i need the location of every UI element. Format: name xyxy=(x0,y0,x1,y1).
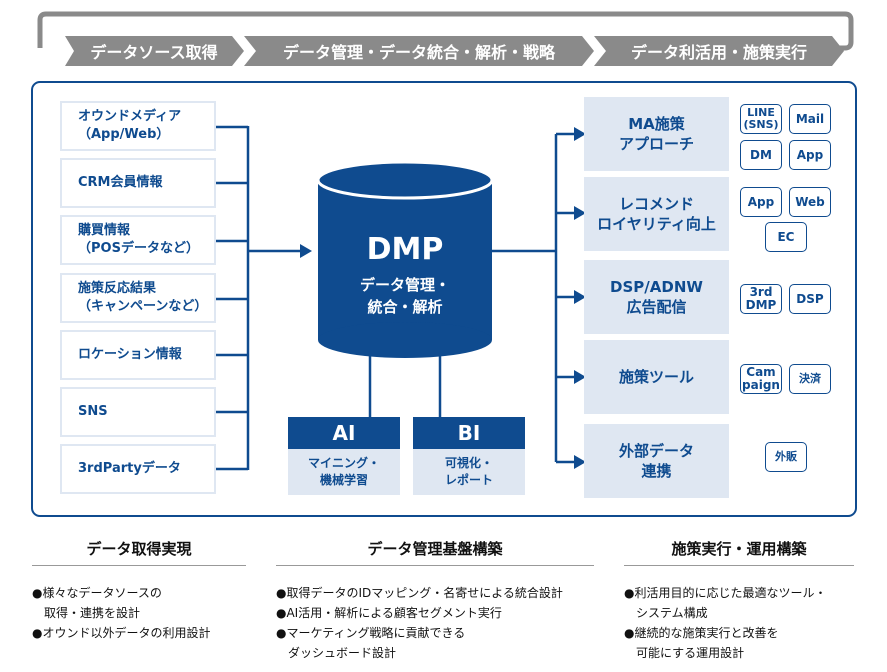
section-title-management: データ管理基盤構築 xyxy=(367,540,503,558)
bi-line-1: 可視化・ xyxy=(444,455,493,470)
bullet-item: ダッシュボード設計 xyxy=(276,646,397,660)
bullet-item: ●継続的な施策実行と改善を xyxy=(624,626,779,640)
channel-external-sale: 外販 xyxy=(765,442,807,472)
output-label: 外部データ xyxy=(618,441,694,460)
ai-header: AI xyxy=(288,417,400,449)
channel-mail: Mail xyxy=(789,104,831,134)
source-purchase: 購買情報 （POSデータなど） xyxy=(60,215,216,265)
bi-line-2: レポート xyxy=(444,473,493,487)
source-sublabel: （App/Web） xyxy=(78,127,170,142)
source-sublabel: （キャンペーンなど） xyxy=(78,299,208,314)
channel-text: DSP xyxy=(796,291,824,306)
dmp-title: DMP xyxy=(366,232,444,267)
channel-ec: EC xyxy=(765,222,807,252)
section-divider xyxy=(32,565,246,566)
source-label: ロケーション情報 xyxy=(78,347,182,363)
source-crm: CRM会員情報 xyxy=(60,158,216,208)
section-divider xyxy=(276,565,594,566)
channel-3rd-dmp: 3rd DMP xyxy=(740,284,782,314)
output-recommend: レコメンド ロイヤリティ向上 xyxy=(584,177,729,251)
process-chevron-3 xyxy=(594,36,844,66)
source-label: SNS xyxy=(78,404,108,420)
source-3rdparty: 3rdPartyデータ xyxy=(60,444,216,494)
bi-header: BI xyxy=(413,417,525,449)
source-owned-media: オウンドメディア （App/Web） xyxy=(60,101,216,151)
channel-text: Mail xyxy=(795,111,825,126)
channel-text: Cam xyxy=(746,365,776,380)
section-divider xyxy=(624,565,854,566)
bullet-item: ●AI活用・解析による顧客セグメント実行 xyxy=(276,606,502,620)
dmp-cylinder xyxy=(316,160,494,358)
dmp-subtitle-1: データ管理・ xyxy=(359,276,450,294)
channel-web: Web xyxy=(789,187,831,217)
channel-text: paign xyxy=(742,378,780,392)
process-step-2: データ管理・データ統合・解析・戦略 xyxy=(282,43,555,62)
section-title-execution: 施策実行・運用構築 xyxy=(671,540,807,558)
source-label: 施策反応結果 xyxy=(78,281,157,297)
output-label: 施策ツール xyxy=(618,367,694,386)
bullet-item: ●利活用目的に応じた最適なツール・ xyxy=(624,586,827,600)
channel-text: 決済 xyxy=(799,372,821,386)
channel-line: LINE (SNS) xyxy=(740,104,782,134)
channel-text: Web xyxy=(795,194,825,209)
output-ma: MA施策 アプローチ xyxy=(584,97,729,171)
process-step-3: データ利活用・施策実行 xyxy=(630,43,807,62)
source-location: ロケーション情報 xyxy=(60,330,216,380)
bullet-item: システム構成 xyxy=(624,606,708,620)
section-title-acquisition: データ取得実現 xyxy=(86,540,192,558)
output-sublabel: ロイヤリティ向上 xyxy=(597,215,716,233)
source-connectors xyxy=(216,125,300,471)
ai-line-1: マイニング・ xyxy=(307,455,380,470)
bullet-item: ●様々なデータソースの xyxy=(32,586,162,600)
output-label: DSP/ADNW xyxy=(610,277,703,296)
output-tools: 施策ツール xyxy=(584,340,729,414)
process-loop-line xyxy=(37,11,854,51)
channel-text: 3rd xyxy=(749,285,773,300)
source-label: 購買情報 xyxy=(78,223,131,239)
channel-text: App xyxy=(747,194,775,209)
source-label: オウンドメディア xyxy=(78,109,182,125)
channel-text: (SNS) xyxy=(743,118,779,131)
channel-dm: DM xyxy=(740,140,782,170)
bi-body: 可視化・ レポート xyxy=(413,449,525,495)
process-chevron-2 xyxy=(244,36,594,66)
channel-app: App xyxy=(789,140,831,170)
bullet-item: 取得・連携を設計 xyxy=(32,606,141,620)
channel-text: DM xyxy=(750,147,772,162)
source-label: CRM会員情報 xyxy=(78,175,163,191)
channel-text: EC xyxy=(777,229,795,244)
output-label: MA施策 xyxy=(628,114,685,133)
output-sublabel: 広告配信 xyxy=(626,298,687,316)
channel-app: App xyxy=(740,187,782,217)
process-step-1: データソース取得 xyxy=(90,43,218,62)
bullet-item: 可能にする運用設計 xyxy=(624,646,745,660)
bullet-item: ●マーケティング戦略に貢献できる xyxy=(276,626,466,640)
bullet-item: ●取得データのIDマッピング・名寄せによる統合設計 xyxy=(276,586,563,600)
channel-dsp: DSP xyxy=(789,284,831,314)
output-sublabel: アプローチ xyxy=(618,135,694,153)
source-sns: SNS xyxy=(60,387,216,437)
output-external: 外部データ 連携 xyxy=(584,424,729,498)
source-sublabel: （POSデータなど） xyxy=(78,241,199,256)
channel-text: DMP xyxy=(745,298,777,312)
output-dsp: DSP/ADNW 広告配信 xyxy=(584,260,729,334)
output-label: レコメンド xyxy=(618,194,694,213)
channel-text: 外販 xyxy=(775,450,797,464)
ai-line-2: 機械学習 xyxy=(319,473,368,487)
arrow-into-dmp xyxy=(300,244,312,258)
bullet-item: ●オウンド以外データの利用設計 xyxy=(32,626,211,640)
source-campaign-response: 施策反応結果 （キャンペーンなど） xyxy=(60,273,216,323)
ai-body: マイニング・ 機械学習 xyxy=(288,449,400,495)
channel-text: App xyxy=(796,147,824,162)
channel-text: LINE xyxy=(747,106,775,120)
output-arrows xyxy=(574,127,586,469)
process-chevron-1 xyxy=(65,36,244,66)
source-label: 3rdPartyデータ xyxy=(78,461,181,477)
channel-campaign: Cam paign xyxy=(740,364,782,394)
output-connectors xyxy=(492,132,576,464)
channel-payment: 決済 xyxy=(789,364,831,394)
dmp-subtitle-2: 統合・解析 xyxy=(367,298,443,316)
output-sublabel: 連携 xyxy=(641,462,672,480)
